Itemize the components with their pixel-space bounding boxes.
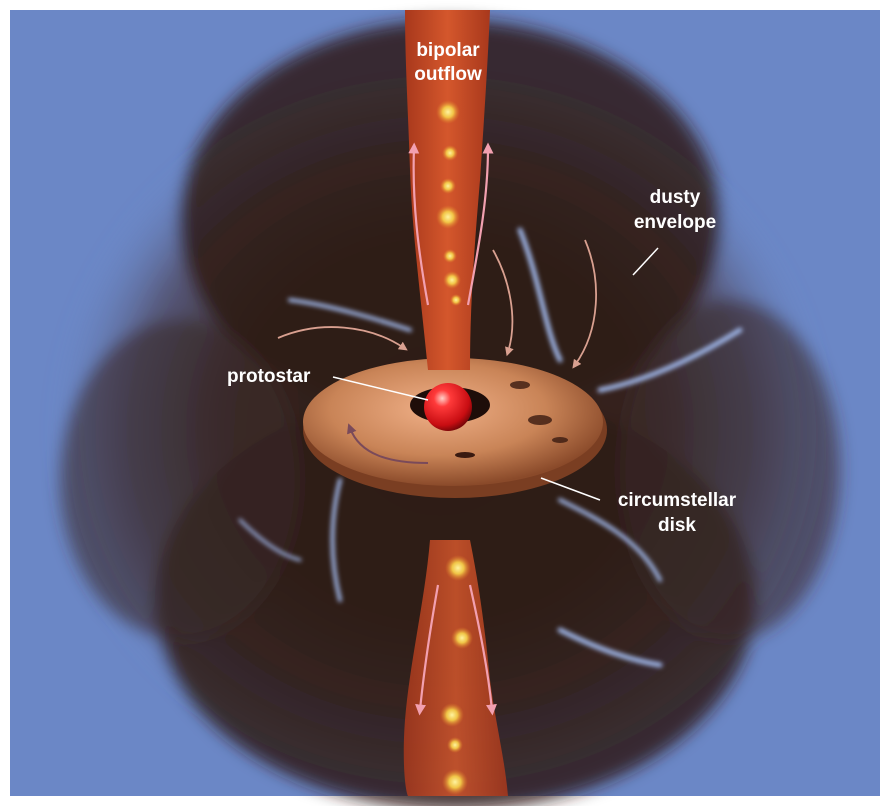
label-dusty-line1: dusty xyxy=(650,187,701,208)
label-circumstellar-line1: circumstellar xyxy=(618,490,737,511)
label-outflow-line2: outflow xyxy=(414,64,482,85)
label-envelope-line2: envelope xyxy=(634,212,716,233)
label-disk-line2: disk xyxy=(658,515,696,536)
label-bipolar-line1: bipolar xyxy=(416,40,480,61)
protostar-sphere xyxy=(424,383,472,431)
label-protostar: protostar xyxy=(227,366,311,387)
